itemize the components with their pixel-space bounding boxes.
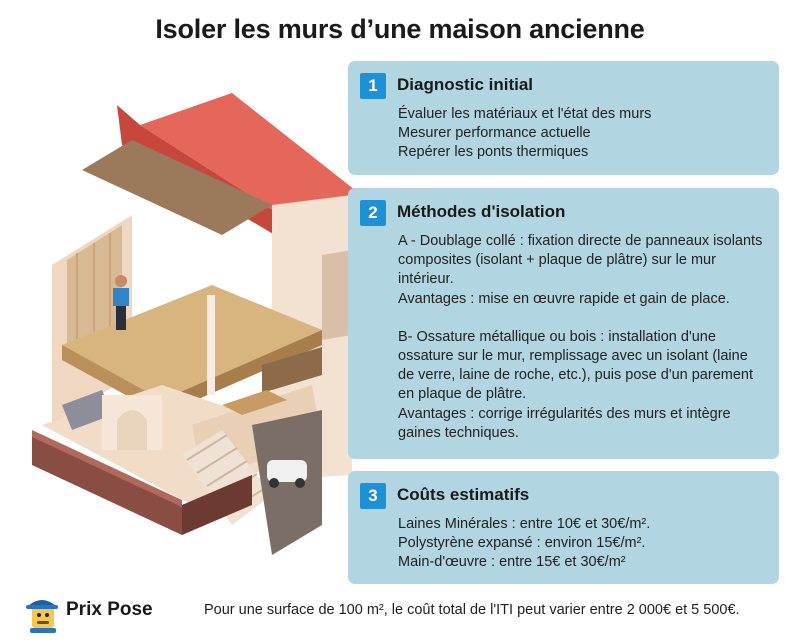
section-line: Repérer les ponts thermiques	[398, 144, 589, 161]
section-body: A - Doublage collé : fixation directe de…	[398, 232, 765, 443]
section-diagnostic: 1 Diagnostic initial Évaluer les matéria…	[348, 61, 779, 175]
section-couts: 3 Coûts estimatifs Laines Minérales : en…	[348, 471, 779, 584]
section-methodes: 2 Méthodes d'isolation A - Doublage coll…	[348, 188, 779, 459]
page-title: Isoler les murs d’une maison ancienne	[155, 14, 645, 44]
section-line: Main-d'œuvre : entre 15€ et 30€/m²	[398, 554, 626, 571]
section-number-badge: 1	[360, 73, 386, 99]
section-number-badge: 2	[360, 200, 386, 226]
brand-name: Prix Pose	[66, 599, 153, 620]
house-cutaway-illustration	[32, 93, 362, 555]
section-line: Évaluer les matériaux et l'état des murs	[398, 106, 652, 122]
section-title: Méthodes d'isolation	[397, 202, 566, 221]
section-paragraph: Avantages : mise en œuvre rapide et gain…	[398, 290, 730, 307]
section-body: Évaluer les matériaux et l'état des murs…	[398, 105, 765, 163]
section-number-badge: 3	[360, 483, 386, 509]
section-title: Diagnostic initial	[397, 75, 534, 94]
section-line: Polystyrène expansé : environ 15€/m².	[398, 535, 646, 552]
brand-logo: Prix Pose	[22, 592, 172, 634]
footer-note: Pour une surface de 100 m², le coût tota…	[204, 602, 740, 618]
section-line: Laines Minérales : entre 10€ et 30€/m².	[398, 516, 651, 532]
section-paragraph: Avantages : corrige irrégularités des mu…	[398, 405, 731, 441]
section-paragraph: A - Doublage collé : fixation directe de…	[398, 233, 763, 288]
section-paragraph: B- Ossature métallique ou bois : install…	[398, 328, 754, 403]
section-line: Mesurer performance actuelle	[398, 125, 591, 142]
section-body: Laines Minérales : entre 10€ et 30€/m². …	[398, 515, 765, 573]
section-title: Coûts estimatifs	[397, 485, 530, 504]
mascot-logo-icon	[26, 600, 58, 633]
